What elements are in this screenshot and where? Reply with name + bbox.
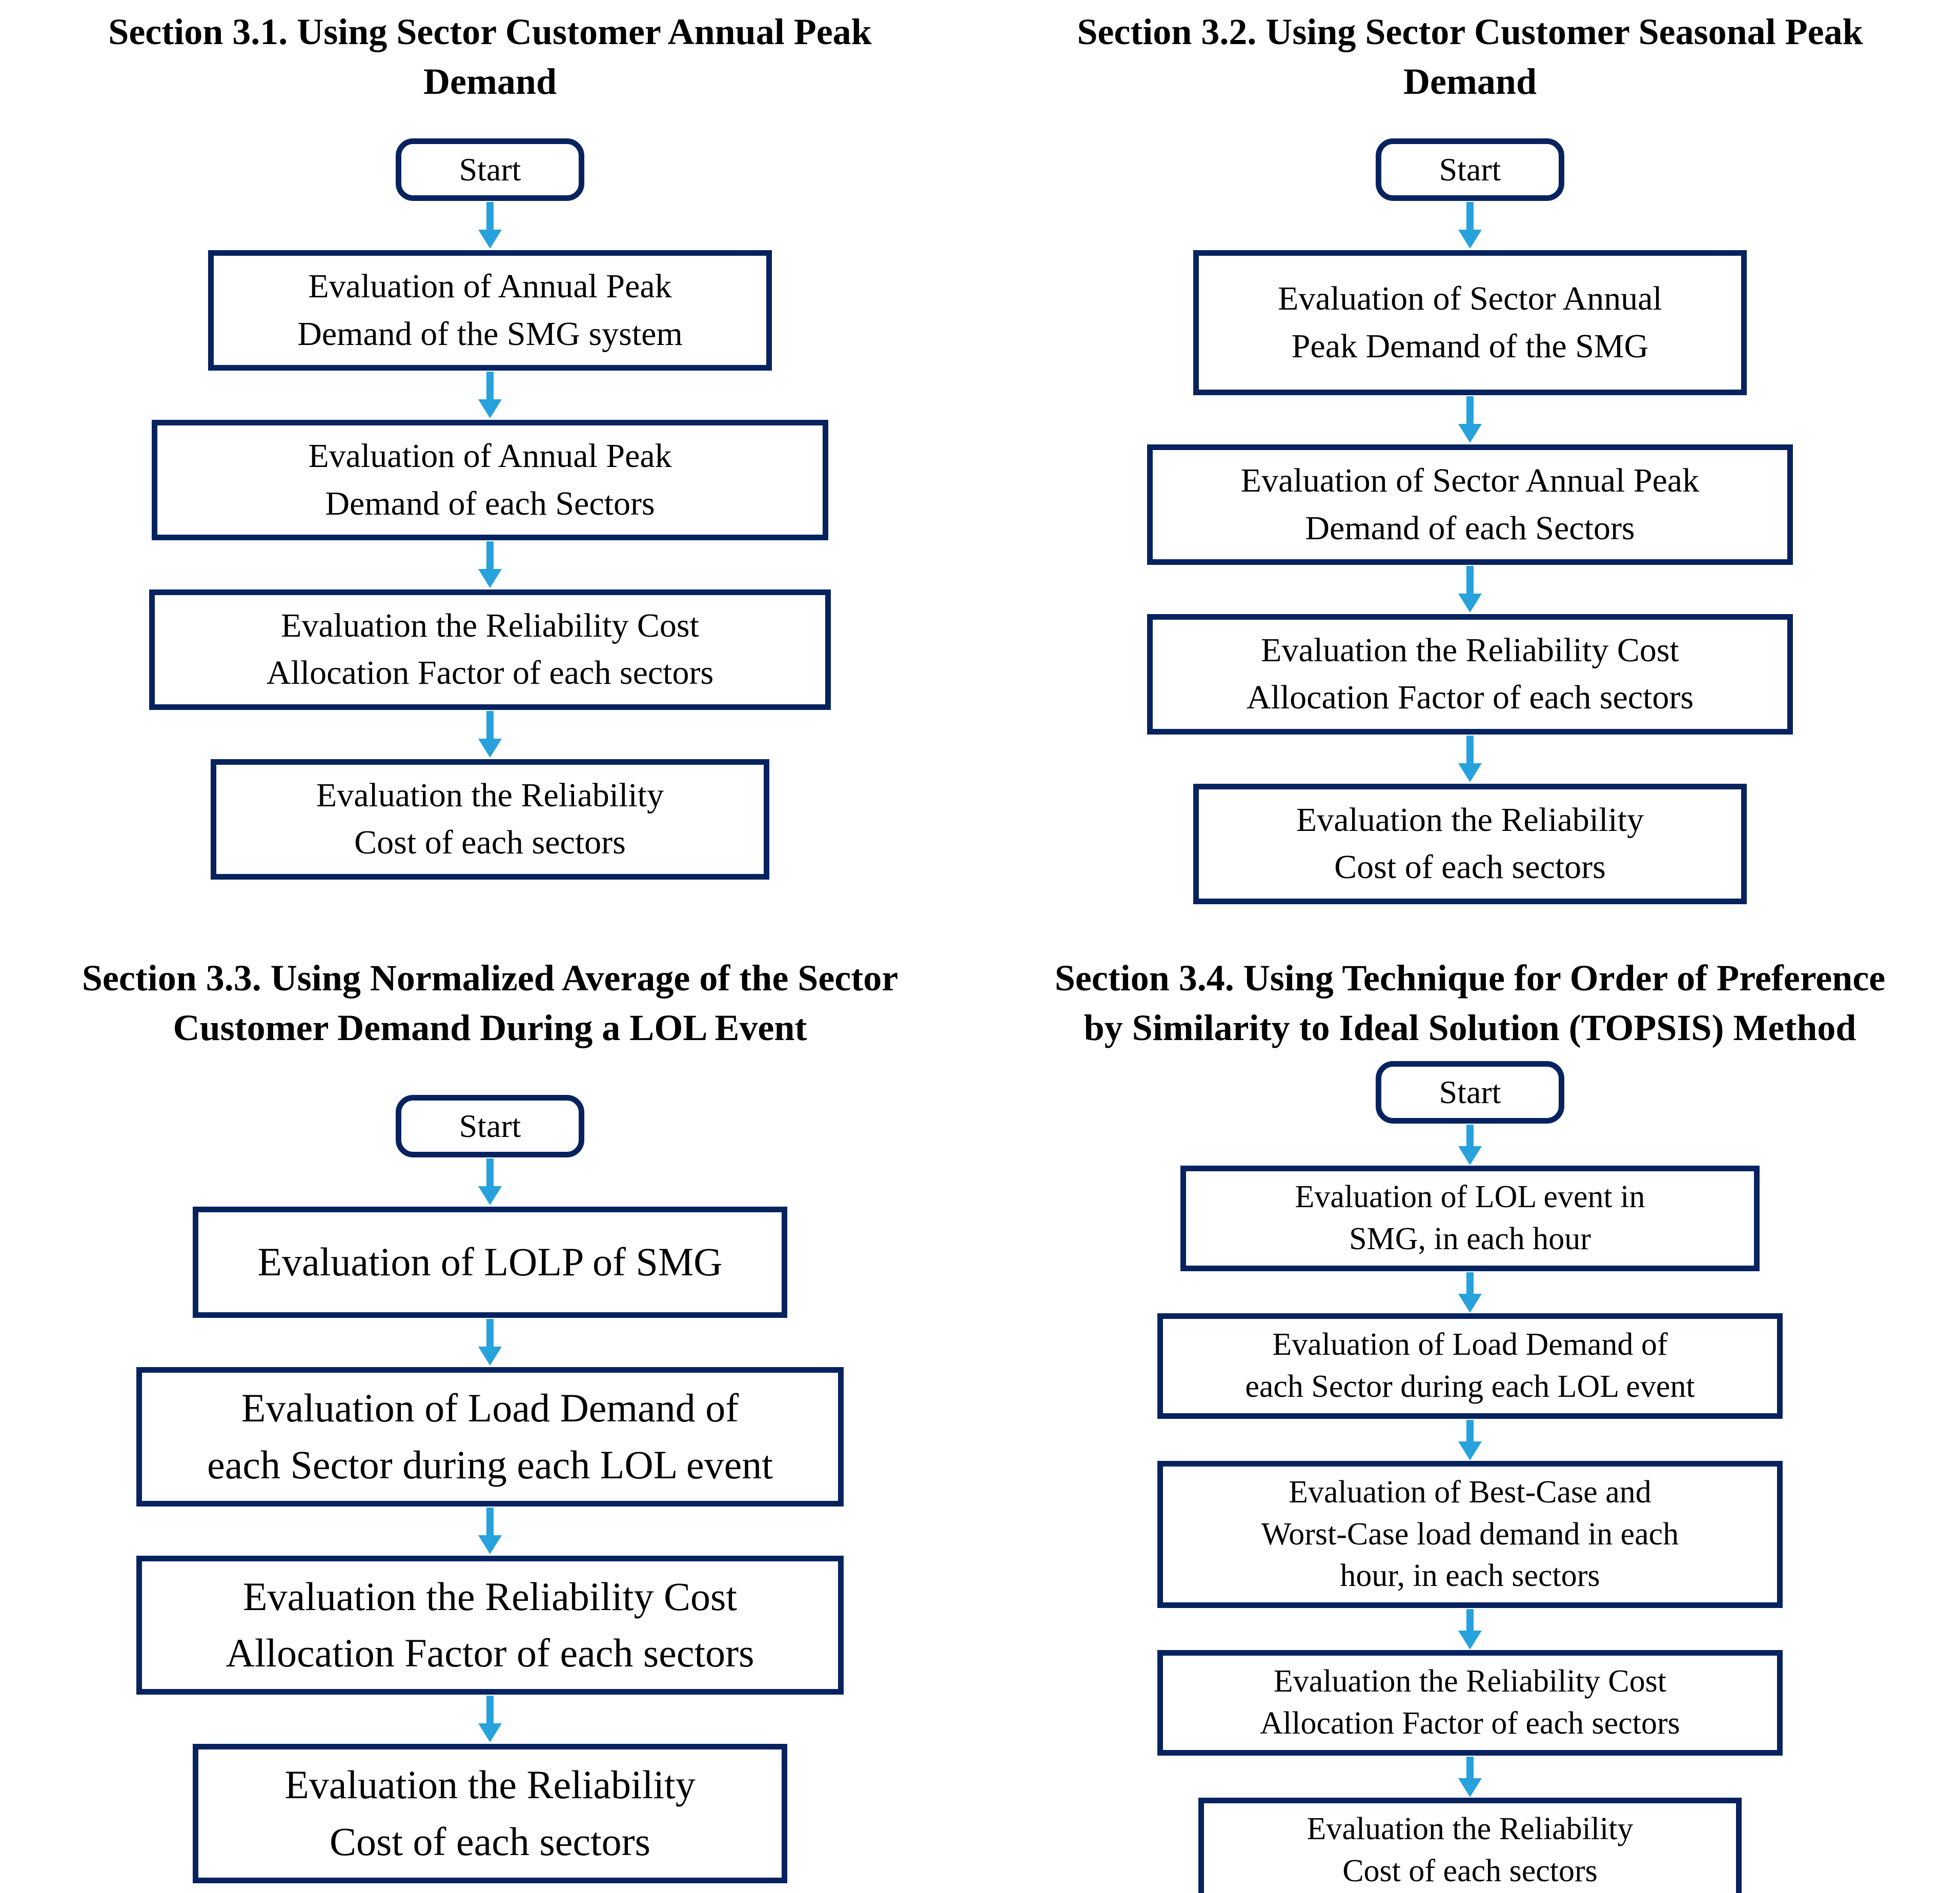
flow-box: Evaluation of LOL event in SMG, in each … [1180,1166,1760,1272]
down-arrow-icon [1466,202,1474,230]
flow-box: Evaluation the Reliability Cost Allocati… [1157,1650,1783,1756]
section-3-2-title: Section 3.2. Using Sector Customer Seaso… [1077,11,1863,103]
down-arrow-icon [486,1507,494,1535]
down-arrow-icon [1466,1756,1474,1778]
section-3-1-title: Section 3.1. Using Sector Customer Annua… [108,11,872,103]
flow-box: Evaluation the Reliability Cost Allocati… [149,589,831,710]
flow-box: Evaluation of Annual Peak Demand of the … [208,250,772,371]
down-arrow-icon [1466,735,1474,763]
section-3-4-title: Section 3.4. Using Technique for Order o… [1054,958,1886,1049]
down-arrow-icon [486,1319,494,1347]
flow-box: Evaluation of Load Demand of each Sector… [1157,1313,1783,1419]
flow-box: Evaluation of LOLP of SMG [193,1207,787,1318]
start-node: Start [1376,1061,1564,1124]
section-3-2: Section 3.2. Using Sector Customer Seaso… [980,0,1960,946]
down-arrow-icon [1466,396,1474,424]
start-node: Start [396,138,584,201]
section-3-3-flowchart: Start Evaluation of LOLP of SMG Evaluati… [136,1095,844,1883]
section-3-4: Section 3.4. Using Technique for Order o… [980,946,1960,1893]
down-arrow-icon [486,202,494,230]
down-arrow-icon [486,372,494,400]
start-node: Start [1376,138,1564,201]
flow-box: Evaluation of Sector Annual Peak Demand … [1147,444,1793,565]
section-3-2-flowchart: Start Evaluation of Sector Annual Peak D… [1147,138,1793,904]
start-node: Start [396,1095,584,1158]
flow-box: Evaluation the Reliability Cost Allocati… [1147,614,1793,735]
down-arrow-icon [1466,1125,1474,1147]
down-arrow-icon [1466,565,1474,594]
section-3-3: Section 3.3. Using Normalized Average of… [0,946,980,1893]
flow-box: Evaluation the Reliability Cost Allocati… [136,1555,844,1695]
section-3-1: Section 3.1. Using Sector Customer Annua… [0,0,980,946]
flow-box: Evaluation of Best-Case and Worst-Case l… [1157,1460,1783,1609]
flow-box: Evaluation the Reliability Cost of each … [1193,783,1747,904]
section-3-1-flowchart: Start Evaluation of Annual Peak Demand o… [149,138,831,880]
flow-box: Evaluation the Reliability Cost of each … [211,759,769,880]
down-arrow-icon [1466,1609,1474,1631]
flow-box: Evaluation of Sector Annual Peak Demand … [1193,250,1747,396]
section-3-4-flowchart: Start Evaluation of LOL event in SMG, in… [1157,1061,1783,1893]
flow-box: Evaluation of Annual Peak Demand of each… [152,420,828,540]
down-arrow-icon [486,710,494,739]
down-arrow-icon [1466,1419,1474,1441]
section-3-3-title: Section 3.3. Using Normalized Average of… [81,958,899,1049]
down-arrow-icon [486,541,494,569]
down-arrow-icon [486,1158,494,1187]
down-arrow-icon [1466,1272,1474,1294]
down-arrow-icon [486,1696,494,1724]
flow-box: Evaluation the Reliability Cost of each … [193,1744,787,1883]
flow-box: Evaluation of Load Demand of each Sector… [136,1367,844,1507]
flow-box: Evaluation the Reliability Cost of each … [1198,1797,1742,1893]
